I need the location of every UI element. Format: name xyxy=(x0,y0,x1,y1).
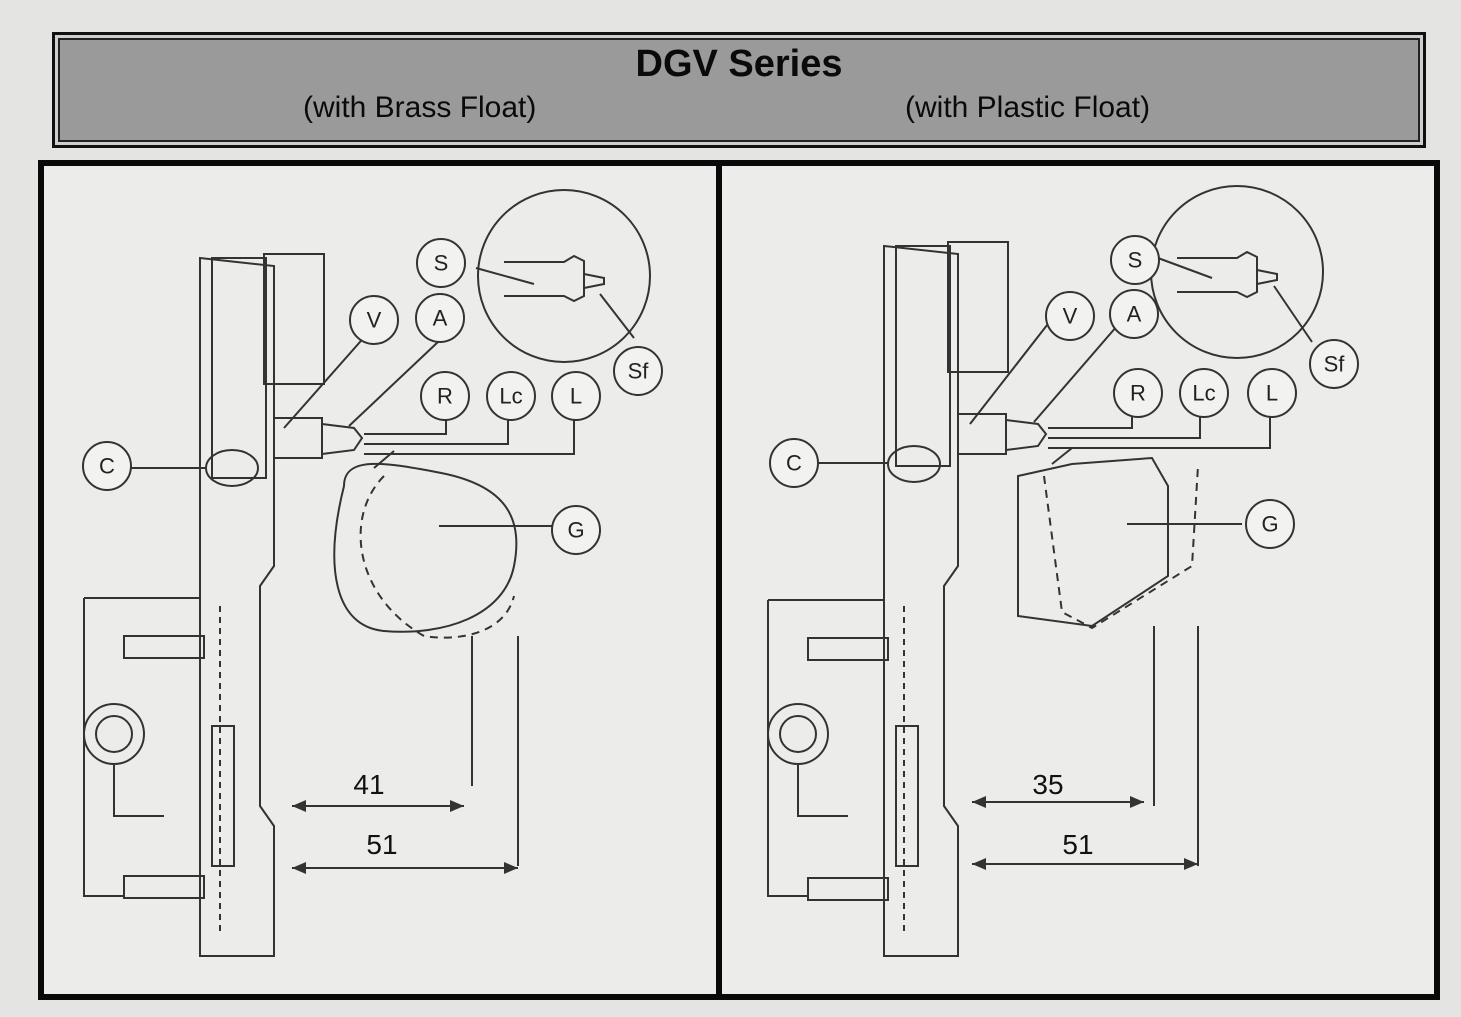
brass-float-diagram: S V A Sf R Lc L C G 41 51 xyxy=(82,189,663,957)
label-lc: Lc xyxy=(1192,381,1215,406)
label-l: L xyxy=(1266,381,1278,406)
needle-valve-body xyxy=(957,413,1007,455)
needle-valve-tip xyxy=(1005,419,1048,451)
mount-hole xyxy=(779,715,817,753)
label-s: S xyxy=(1128,248,1143,273)
carb-cover-block xyxy=(947,241,1009,373)
label-l: L xyxy=(570,384,582,409)
label-v: V xyxy=(1063,304,1078,329)
lower-bolt-lower xyxy=(807,877,889,901)
magnified-detail-ring xyxy=(1150,185,1324,359)
plastic-float-subtitle: (with Plastic Float) xyxy=(905,91,1151,124)
inner-channel xyxy=(895,725,919,867)
lower-bolt-upper xyxy=(807,637,889,661)
needle-valve-tip xyxy=(321,423,364,455)
float-dropped-position xyxy=(1043,465,1199,630)
plastic-float-diagram-panel: S V A Sf R Lc L C G 35 51 xyxy=(716,160,1440,1000)
label-sf: Sf xyxy=(1324,352,1346,377)
label-r: R xyxy=(437,384,453,409)
jet-c xyxy=(205,449,259,487)
inner-channel xyxy=(211,725,235,867)
lower-bolt-lower xyxy=(123,875,205,899)
base-flange xyxy=(83,597,200,897)
carb-body-upper xyxy=(211,257,267,479)
float-dropped-position xyxy=(359,475,515,639)
mount-hole xyxy=(95,715,133,753)
magnified-detail-ring xyxy=(477,189,651,363)
brass-float-diagram-panel: S V A Sf R Lc L C G 41 51 xyxy=(38,160,722,1000)
dimension-inner: 35 xyxy=(1032,769,1063,800)
label-c: C xyxy=(786,451,802,476)
carb-body-outline xyxy=(199,256,275,957)
title-banner: DGV Series (with Brass Float) (with Plas… xyxy=(52,32,1426,148)
label-r: R xyxy=(1130,381,1146,406)
page-title: DGV Series xyxy=(635,43,843,85)
label-g: G xyxy=(1261,512,1278,537)
dimension-inner: 41 xyxy=(353,769,384,800)
mount-ring xyxy=(83,703,145,765)
dimension-outer: 51 xyxy=(1062,829,1093,860)
mount-ring xyxy=(767,703,829,765)
label-c: C xyxy=(99,454,115,479)
carb-cover-block xyxy=(263,253,325,385)
label-g: G xyxy=(567,518,584,543)
brass-float-subtitle: (with Brass Float) xyxy=(303,91,537,124)
dimension-outer: 51 xyxy=(366,829,397,860)
plastic-float-diagram: S V A Sf R Lc L C G 35 51 xyxy=(767,185,1359,957)
label-s: S xyxy=(434,251,449,276)
label-sf: Sf xyxy=(628,359,650,384)
lower-bolt-upper xyxy=(123,635,205,659)
label-a: A xyxy=(433,306,448,331)
label-lc: Lc xyxy=(499,384,522,409)
needle-valve-body xyxy=(273,417,323,459)
carb-body-upper xyxy=(895,245,951,467)
plastic-float xyxy=(1017,456,1169,628)
label-v: V xyxy=(367,308,382,333)
label-a: A xyxy=(1127,302,1142,327)
carb-body-outline xyxy=(883,244,959,957)
brass-float xyxy=(333,462,518,633)
base-flange xyxy=(767,599,884,897)
